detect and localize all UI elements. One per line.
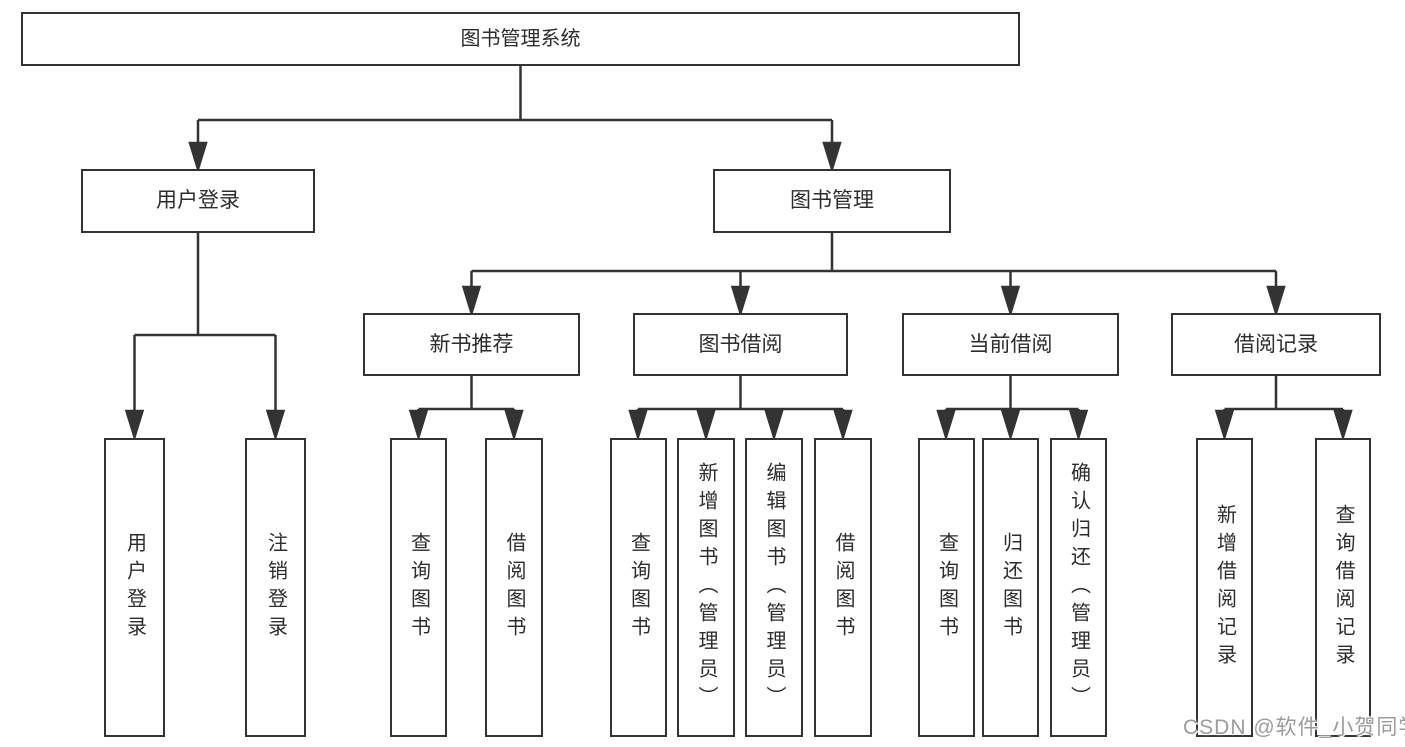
node-new-book-recommend-label: 新书推荐 bbox=[429, 332, 514, 356]
node-new-book-recommend: 新书推荐 bbox=[363, 313, 580, 376]
leaf-logout-label: 注销登录 bbox=[264, 531, 287, 644]
leaf-query-book-3-label: 查询图书 bbox=[935, 531, 958, 644]
leaf-query-book-3: 查询图书 bbox=[918, 438, 975, 737]
node-current-borrow: 当前借阅 bbox=[902, 313, 1119, 376]
leaf-confirm-return-admin: 确认归还（管理员） bbox=[1050, 438, 1107, 737]
leaf-edit-book-admin: 编辑图书（管理员） bbox=[745, 438, 803, 737]
leaf-return-book-label: 归还图书 bbox=[999, 531, 1022, 644]
leaf-query-book-2: 查询图书 bbox=[610, 438, 667, 737]
leaf-query-borrow-record: 查询借阅记录 bbox=[1315, 438, 1371, 737]
leaf-add-book-admin: 新增图书（管理员） bbox=[677, 438, 735, 737]
leaf-confirm-return-admin-label: 确认归还（管理员） bbox=[1067, 461, 1090, 714]
connector-userlogin-to-leaves bbox=[124, 233, 286, 442]
node-user-login: 用户登录 bbox=[81, 169, 315, 233]
node-root: 图书管理系统 bbox=[21, 12, 1020, 66]
node-book-borrow: 图书借阅 bbox=[633, 313, 848, 376]
leaf-user-login: 用户登录 bbox=[104, 438, 165, 737]
connector-bookmgmt-to-level3 bbox=[461, 233, 1286, 318]
node-borrow-records-label: 借阅记录 bbox=[1234, 332, 1318, 356]
node-borrow-records: 借阅记录 bbox=[1171, 313, 1381, 376]
connector-currentborrow-to-leaves bbox=[936, 376, 1089, 442]
leaf-borrow-book-2-label: 借阅图书 bbox=[832, 531, 854, 644]
node-book-borrow-label: 图书借阅 bbox=[698, 332, 783, 356]
node-book-management: 图书管理 bbox=[713, 169, 951, 233]
leaf-borrow-book-1-label: 借阅图书 bbox=[503, 531, 525, 644]
connector-root-to-level2 bbox=[188, 66, 842, 174]
leaf-query-book-1: 查询图书 bbox=[390, 438, 447, 737]
leaf-borrow-book-1: 借阅图书 bbox=[485, 438, 543, 737]
leaf-borrow-book-2: 借阅图书 bbox=[814, 438, 872, 737]
leaf-user-login-label: 用户登录 bbox=[123, 531, 146, 644]
node-current-borrow-label: 当前借阅 bbox=[968, 332, 1053, 356]
node-book-management-label: 图书管理 bbox=[790, 189, 874, 213]
node-user-login-label: 用户登录 bbox=[156, 189, 240, 213]
leaf-logout: 注销登录 bbox=[245, 438, 306, 737]
leaf-add-book-admin-label: 新增图书（管理员） bbox=[695, 461, 717, 714]
leaf-query-borrow-record-label: 查询借阅记录 bbox=[1332, 503, 1354, 672]
connector-newbook-to-leaves bbox=[408, 376, 524, 442]
connector-records-to-leaves bbox=[1214, 376, 1353, 442]
node-root-label: 图书管理系统 bbox=[460, 28, 581, 50]
leaf-query-book-2-label: 查询图书 bbox=[627, 531, 650, 644]
leaf-add-borrow-record: 新增借阅记录 bbox=[1196, 438, 1253, 737]
leaf-add-borrow-record-label: 新增借阅记录 bbox=[1213, 503, 1236, 672]
leaf-query-book-1-label: 查询图书 bbox=[407, 531, 430, 644]
connector-bookborrow-to-leaves bbox=[628, 376, 853, 442]
leaf-edit-book-admin-label: 编辑图书（管理员） bbox=[763, 461, 785, 714]
leaf-return-book: 归还图书 bbox=[982, 438, 1039, 737]
